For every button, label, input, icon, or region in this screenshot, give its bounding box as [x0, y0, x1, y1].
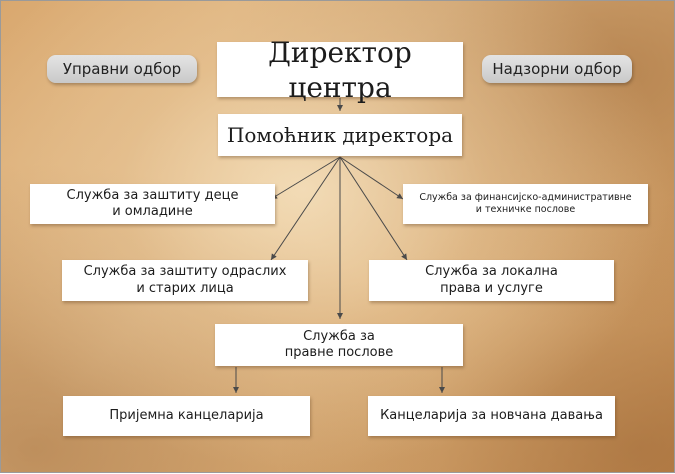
service-local-box: Служба за локална права и услуге — [369, 260, 614, 301]
director-box: Директор центра — [217, 36, 463, 104]
service-adults-box: Служба за заштиту одраслих и старих лица — [62, 260, 308, 301]
cash-benefits-office-box: Канцеларија за новчана давања — [368, 396, 615, 436]
reception-office-box: Пријемна канцеларија — [63, 396, 310, 436]
governing-board-label: Управни одбор — [47, 55, 197, 83]
connector-assistant-children — [270, 156, 341, 200]
supervisory-board-label: Надзорни одбор — [482, 55, 632, 83]
service-legal-box: Служба за правне послове — [215, 324, 463, 366]
connector-assistant-finance — [339, 156, 404, 200]
connector-assistant-local — [339, 156, 408, 261]
connector-assistant-adults — [270, 156, 341, 261]
service-children-box: Служба за заштиту деце и омладине — [30, 184, 275, 224]
assistant-director-box: Помоћник директора — [218, 114, 462, 156]
service-finance-box: Служба за финансијско-административне и … — [403, 184, 648, 224]
